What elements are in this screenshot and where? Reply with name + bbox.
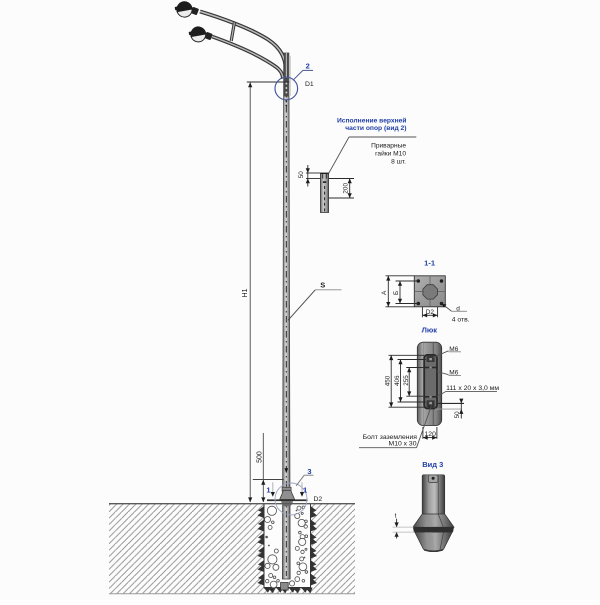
svg-text:Исполнение верхней: Исполнение верхней [337,117,407,125]
svg-text:М6: М6 [449,346,458,353]
svg-text:М6: М6 [449,370,458,377]
svg-text:D2: D2 [426,309,435,316]
svg-text:4 отв.: 4 отв. [452,316,470,323]
svg-text:М10 х 30: М10 х 30 [389,441,417,448]
svg-text:200: 200 [342,183,349,194]
svg-text:D2: D2 [314,496,323,503]
svg-text:1: 1 [303,485,307,494]
svg-text:части опор (вид 2): части опор (вид 2) [345,125,406,132]
svg-text:А: А [381,290,388,295]
svg-text:111 х 20 х 3,0 мм: 111 х 20 х 3,0 мм [446,385,499,392]
svg-text:50: 50 [298,171,305,179]
svg-text:8 шт.: 8 шт. [391,159,406,166]
svg-text:406: 406 [394,375,401,386]
svg-text:1: 1 [266,486,270,495]
svg-text:255: 255 [403,375,410,386]
svg-text:500: 500 [257,451,264,463]
svg-text:450: 450 [385,375,392,386]
svg-text:1-1: 1-1 [424,258,435,267]
svg-text:50: 50 [454,411,461,419]
svg-text:H1: H1 [242,288,249,297]
svg-text:S: S [320,281,325,290]
svg-text:t: t [395,513,397,520]
svg-text:D1: D1 [305,81,314,88]
svg-text:2: 2 [306,61,310,70]
svg-text:120: 120 [425,431,437,438]
svg-text:Б: Б [393,291,400,295]
svg-text:Болт заземления: Болт заземления [363,434,418,441]
svg-text:d: d [456,306,460,313]
svg-text:Вид 3: Вид 3 [422,460,443,469]
svg-text:Люк: Люк [422,325,438,334]
svg-text:3: 3 [307,467,311,476]
svg-text:Приварные: Приварные [371,143,406,150]
svg-text:гайки М10: гайки М10 [375,149,406,157]
